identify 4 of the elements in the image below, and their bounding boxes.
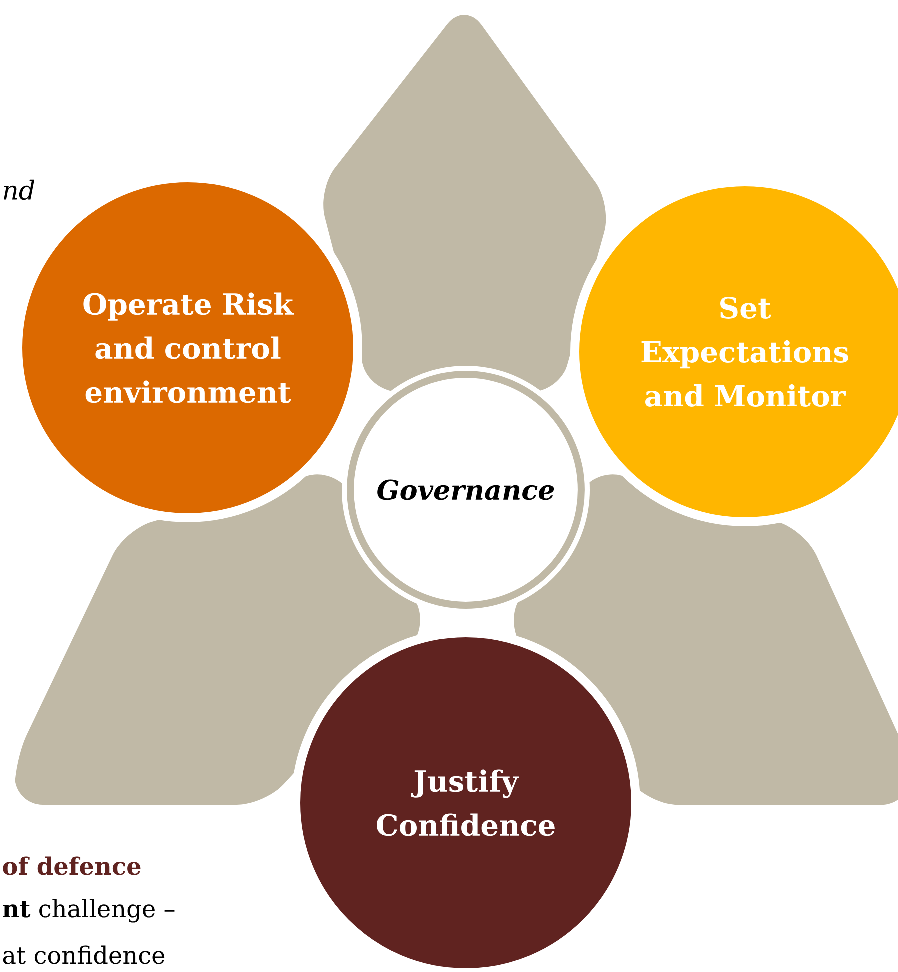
note-text: nd: [4, 180, 35, 200]
note-text: nt challenge –: [3, 899, 175, 923]
note-text: at confidence: [3, 946, 165, 964]
note-text: of defence: [3, 856, 141, 876]
